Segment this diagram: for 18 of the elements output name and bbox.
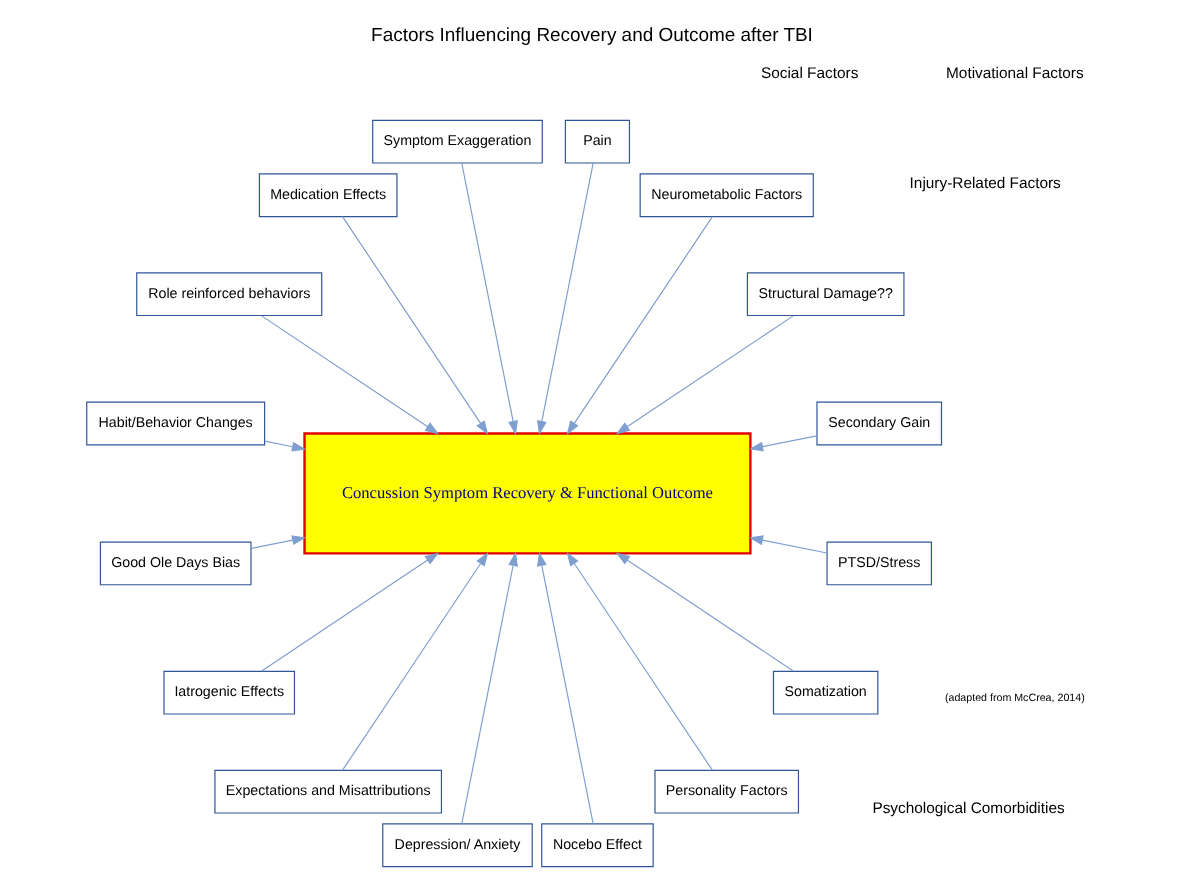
arrow [261, 315, 440, 435]
arrow [615, 315, 794, 435]
arrow [250, 535, 307, 549]
arrow [536, 551, 594, 825]
arrow [461, 551, 518, 825]
arrow [748, 535, 828, 554]
node-box: Concussion Symptom Recovery & Functional Outcome [303, 432, 752, 555]
arrow [748, 435, 818, 452]
arrow [341, 216, 489, 435]
arrow [615, 552, 794, 672]
arrow [261, 552, 440, 672]
diagram-title: Factors Influencing Recovery and Outcome after TBI [371, 25, 813, 48]
arrow [536, 162, 594, 435]
arrow [264, 440, 307, 452]
arrow [566, 551, 713, 771]
arrow [341, 551, 489, 771]
arrow [566, 216, 713, 435]
arrow [461, 162, 518, 435]
